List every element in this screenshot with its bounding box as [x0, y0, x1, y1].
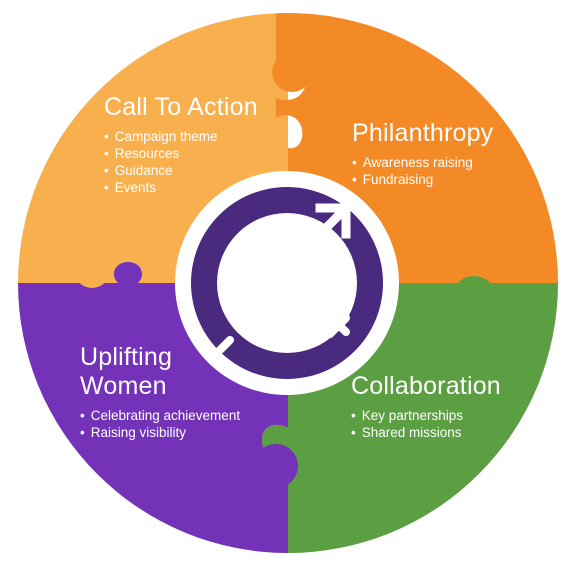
collaboration-list: Key partnerships Shared missions	[351, 407, 501, 441]
philanthropy-title: Philanthropy	[352, 119, 494, 147]
list-item: Celebrating achievement	[80, 407, 240, 424]
list-item: Events	[104, 179, 258, 196]
list-item: Awareness raising	[352, 154, 493, 171]
uplifting-women-section: Uplifting Women Celebrating achievement …	[80, 343, 240, 441]
puzzle-tab-top	[272, 52, 312, 92]
call-to-action-list: Campaign theme Resources Guidance Events	[104, 128, 258, 196]
uplifting-women-title-line2: Women	[80, 372, 167, 400]
list-item: Resources	[104, 145, 258, 162]
philanthropy-section: Philanthropy Awareness raising Fundraisi…	[352, 119, 493, 188]
list-item: Guidance	[104, 162, 258, 179]
philanthropy-list: Awareness raising Fundraising	[352, 154, 493, 188]
call-to-action-section: Call To Action Campaign theme Resources …	[104, 93, 258, 196]
puzzle-tab-right	[452, 276, 496, 320]
list-item: Shared missions	[351, 424, 501, 441]
puzzle-tab-bottom	[254, 444, 298, 488]
list-item: Campaign theme	[104, 128, 258, 145]
collaboration-section: Collaboration Key partnerships Shared mi…	[351, 372, 501, 441]
list-item: Raising visibility	[80, 424, 240, 441]
uplifting-women-list: Celebrating achievement Raising visibili…	[80, 407, 240, 441]
list-item: Key partnerships	[351, 407, 501, 424]
list-item: Fundraising	[352, 171, 493, 188]
uplifting-women-title-line1: Uplifting	[80, 343, 173, 371]
gender-equality-symbol-icon	[191, 187, 383, 379]
collaboration-title: Collaboration	[351, 372, 501, 400]
puzzle-tab-left	[74, 252, 110, 288]
call-to-action-title: Call To Action	[104, 93, 258, 121]
